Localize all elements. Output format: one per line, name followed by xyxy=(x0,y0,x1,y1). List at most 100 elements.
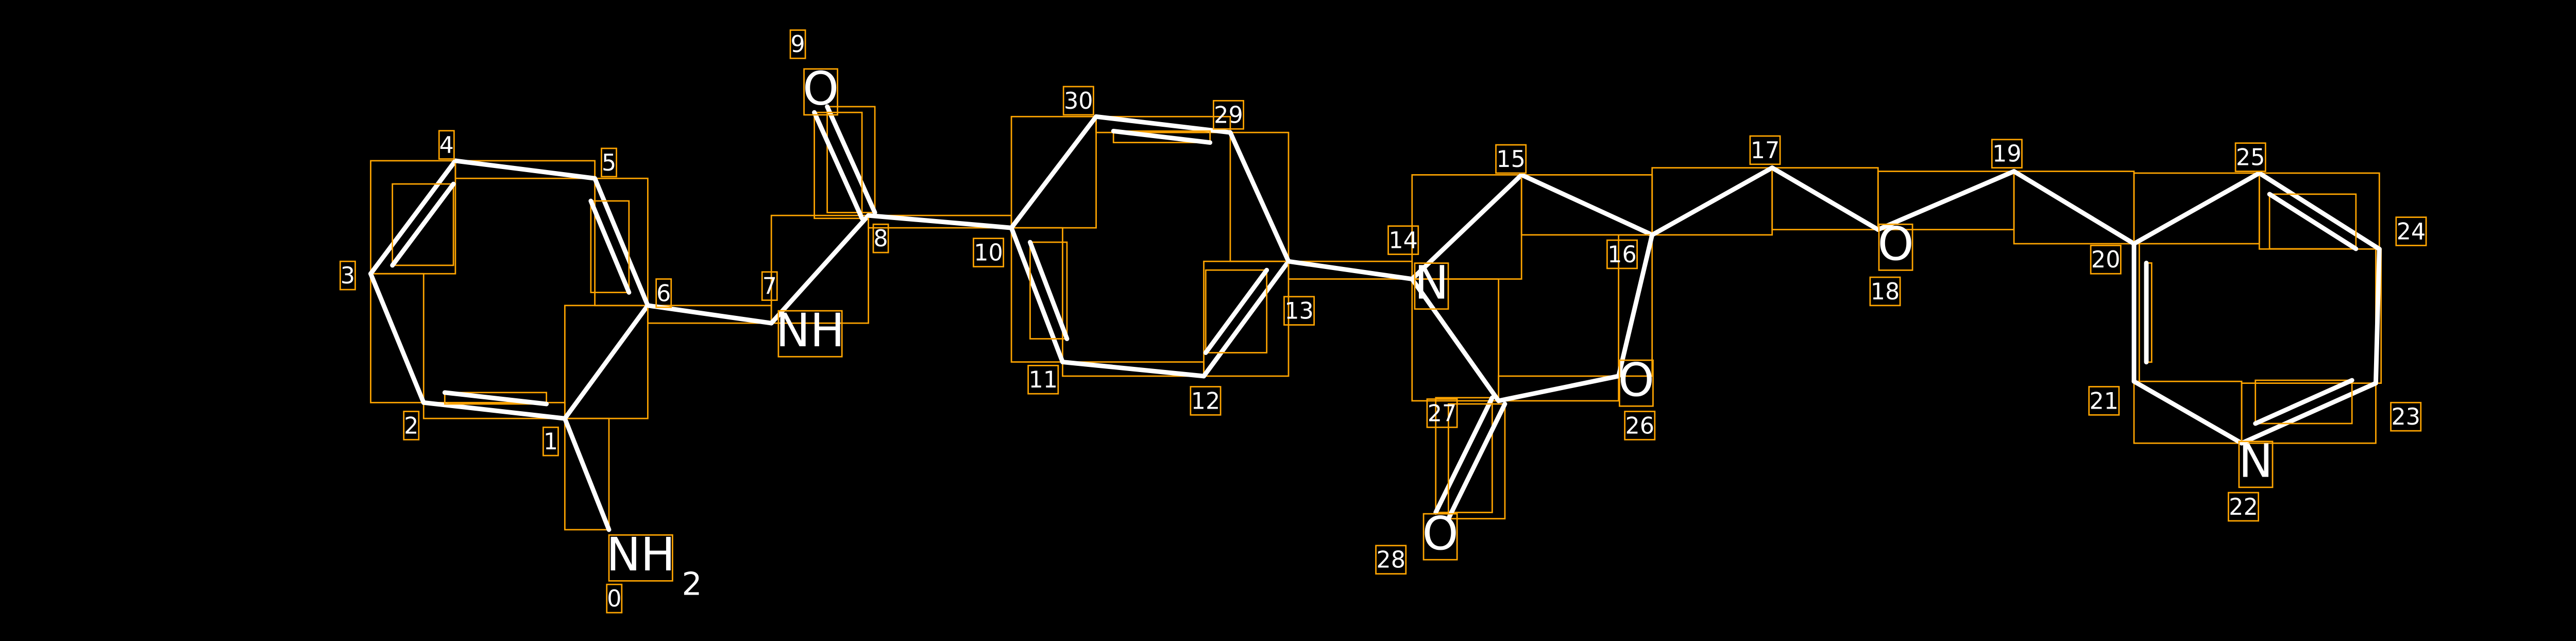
bond-box xyxy=(2255,379,2353,425)
atom-index-label: 21 xyxy=(2089,387,2119,414)
atom-index-label: 4 xyxy=(439,132,454,159)
atom-index-label: 2 xyxy=(404,412,418,439)
bond-box xyxy=(1010,115,1097,229)
atom-index-label: 26 xyxy=(1625,412,1654,439)
atom-index-label: 25 xyxy=(2236,144,2265,171)
single-bond xyxy=(1009,114,1099,230)
single-bond xyxy=(1410,172,1524,281)
atom-index-box xyxy=(1624,411,1656,441)
bonds-layer xyxy=(368,104,2382,532)
double-bond-outer xyxy=(421,400,567,421)
atom-symbol-label: O xyxy=(1618,353,1654,407)
bond-box xyxy=(370,160,456,275)
bond-box xyxy=(770,214,869,324)
atom-index-label: 12 xyxy=(1191,387,1221,414)
atom-label-box xyxy=(1878,223,1913,271)
atom-index-box xyxy=(2390,401,2422,432)
atom-index-label: 7 xyxy=(762,273,777,300)
atom-subscript-label: 2 xyxy=(682,566,702,603)
atom-label-box xyxy=(2238,441,2274,488)
double-bond-outer xyxy=(1201,259,1291,379)
double-bond-inner xyxy=(2267,192,2359,251)
atom-label-box xyxy=(1414,262,1449,310)
atom-index-label: 20 xyxy=(2091,246,2121,273)
atom-index-box xyxy=(655,278,672,308)
single-bond xyxy=(866,213,1014,230)
atom-index-label: 15 xyxy=(1496,146,1526,173)
atom-index-label: 24 xyxy=(2397,218,2426,245)
atom-index-label: 23 xyxy=(2391,403,2420,430)
single-bond xyxy=(562,303,650,421)
atom-index-box xyxy=(1991,139,2023,169)
atom-index-box xyxy=(2088,386,2120,416)
bond-box xyxy=(1435,397,1493,513)
single-bond xyxy=(368,271,426,405)
double-bond-inner xyxy=(1027,240,1070,341)
atom-index-box xyxy=(1213,100,1245,130)
atom-symbol-label: O xyxy=(803,62,839,116)
double-bond-inner xyxy=(442,390,549,407)
atom-index-box xyxy=(606,583,623,614)
single-bond xyxy=(1650,165,1775,238)
atom-symbol-label: O xyxy=(1422,507,1459,561)
atom-index-label: 0 xyxy=(607,585,621,612)
bond-box xyxy=(2133,172,2260,245)
single-bond xyxy=(2011,169,2137,246)
atom-index-label: 3 xyxy=(341,262,355,289)
double-bond-inner xyxy=(588,198,632,295)
atom-index-label: 28 xyxy=(1376,547,1405,573)
atom-index-label: 9 xyxy=(790,31,805,58)
double-bond-line xyxy=(1433,395,1495,515)
atom-symbol-label: N xyxy=(2239,435,2273,488)
atom-index-label: 11 xyxy=(1028,366,1058,393)
atom-index-label: 13 xyxy=(1284,298,1314,325)
atom-index-box xyxy=(872,223,889,254)
atom-index-box xyxy=(542,426,559,457)
single-bond xyxy=(453,158,598,181)
double-bond-outer xyxy=(1094,114,1233,135)
atom-index-box xyxy=(2090,245,2122,275)
bond-box xyxy=(1205,269,1268,353)
single-bond xyxy=(769,213,871,326)
atom-label-box xyxy=(608,534,673,582)
atom-index-box xyxy=(1190,386,1222,416)
atom-label-box xyxy=(1422,513,1458,561)
double-bond-inner xyxy=(2253,378,2354,426)
atom-index-label: 5 xyxy=(602,149,616,176)
single-bond xyxy=(2373,246,2382,386)
atom-index-label: 30 xyxy=(1064,88,1093,114)
single-bond xyxy=(2131,171,2262,246)
atom-index-label: 14 xyxy=(1388,227,1418,254)
atom-index-label: 19 xyxy=(1992,141,2022,167)
atom-index-box xyxy=(1387,225,1419,255)
single-bond xyxy=(1770,165,1880,232)
double-bond-line xyxy=(1446,401,1507,521)
atom-index-box xyxy=(1426,398,1458,428)
atom-index-label: 8 xyxy=(873,225,888,252)
bond-box xyxy=(2241,382,2377,444)
atom-index-label: 27 xyxy=(1428,400,1457,427)
double-bond-line xyxy=(812,110,865,221)
atom-index-box xyxy=(1027,364,1059,395)
single-bond xyxy=(1519,172,1655,238)
atom-index-box xyxy=(1062,86,1094,116)
atom-index-box xyxy=(403,411,420,441)
atom-index-box xyxy=(339,260,356,291)
atom-index-box xyxy=(1495,144,1527,174)
double-bond-line xyxy=(825,104,877,215)
atom-index-label: 22 xyxy=(2229,494,2258,520)
atom-index-box xyxy=(761,271,778,301)
atom-symbol-label: N xyxy=(1414,257,1449,310)
atom-index-box xyxy=(973,238,1005,267)
bond-box xyxy=(826,106,876,213)
atom-index-box xyxy=(1869,276,1901,307)
bond-box xyxy=(454,160,596,179)
bond-box xyxy=(2268,193,2357,250)
single-bond xyxy=(1060,360,1206,379)
atom-index-label: 17 xyxy=(1751,137,1780,164)
double-bond-inner xyxy=(390,181,456,268)
atom-index-label: 6 xyxy=(656,280,671,307)
double-bond-outer xyxy=(2239,381,2378,446)
